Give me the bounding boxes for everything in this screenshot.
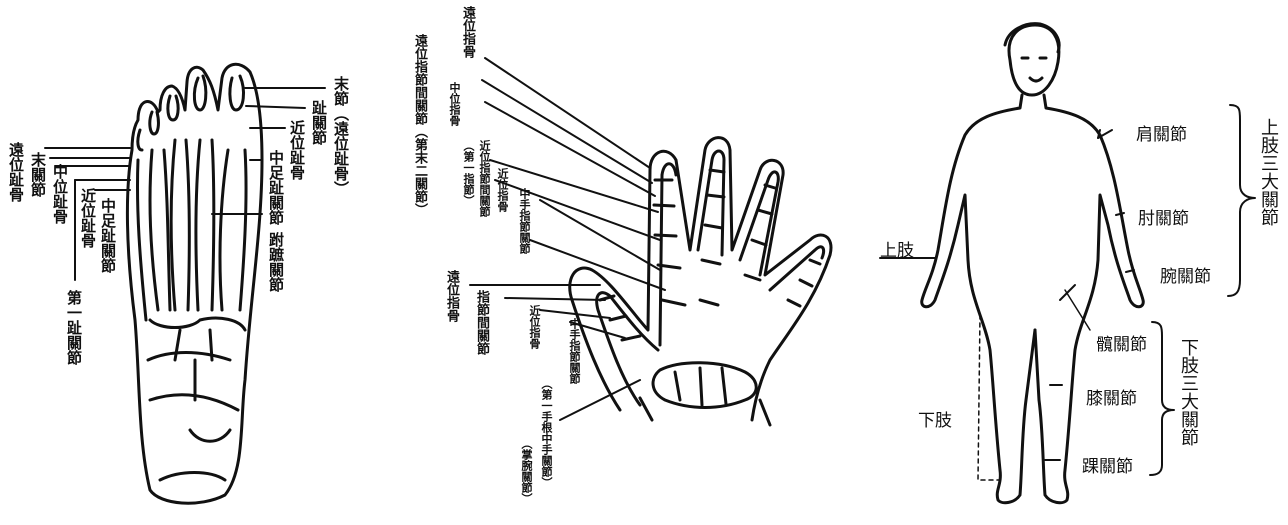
hand-label-cmc-joint: （第一手根中手關節）: [540, 378, 552, 488]
hand-label-proximal-phalanx-thumb: 近位指骨: [528, 305, 540, 349]
hand-label-pip-first: （第一指節）: [462, 140, 474, 206]
foot-label-tarsometatarsal: 跗蹠關節: [268, 232, 284, 292]
foot-label-distal-phalanx: 遠位趾骨: [8, 142, 24, 202]
hand-label-distal-phalanx-top: 遠位指骨: [460, 6, 474, 58]
body-label-hip-joint: 髖關節: [1096, 330, 1147, 355]
foot-label-terminal-segment: 末節（遠位趾骨）: [333, 76, 349, 196]
foot-label-proximal-phalanx: 近位趾骨: [80, 188, 96, 248]
body-label-lower-limb: 下肢: [918, 406, 952, 431]
foot-label-middle-phalanx: 中位趾骨: [52, 164, 68, 224]
hand-label-pip-joint: 近位指節間關節: [478, 140, 490, 217]
body-label-upper-three-joints: 上肢三大關節: [1258, 118, 1278, 226]
body-label-lower-three-joints: 下肢三大關節: [1178, 338, 1198, 446]
hand-label-dip-joint: 遠位指節間關節（第末二關節）: [412, 34, 426, 214]
body-label-shoulder-joint: 肩關節: [1136, 120, 1187, 145]
hand-label-proximal-phalanx: 近位指骨: [496, 168, 508, 212]
body-label-upper-limb: 上肢: [880, 236, 914, 261]
hand-label-ip-joint: 指節間關節: [474, 290, 488, 355]
body-label-ankle-joint: 踝關節: [1082, 452, 1133, 477]
hand-label-mcp-joint-thumb: 中手指節關節: [568, 318, 580, 384]
foot-label-mtp-joint: 中足趾關節: [100, 198, 116, 273]
body-label-wrist-joint: 腕關節: [1160, 262, 1211, 287]
foot-label-toe-joint: 趾關節: [311, 100, 327, 145]
hand-label-distal-phalanx-thumb: 遠位指骨: [444, 270, 458, 322]
foot-label-distal-joint: 末關節: [30, 152, 46, 197]
hand-label-middle-phalanx: 中位指骨: [448, 82, 460, 126]
body-label-knee-joint: 膝關節: [1086, 384, 1137, 409]
foot-label-first-toe-joint: 第一趾關節: [66, 290, 82, 365]
hand-label-cmc-note: （掌腕關節）: [520, 438, 532, 504]
foot-label-metatarsophalangeal: 中足趾關節: [268, 150, 284, 225]
body-label-elbow-joint: 肘關節: [1138, 204, 1189, 229]
hand-label-mcp-joint: 中手指節關節: [518, 188, 530, 254]
foot-label-proximal-phalanx-right: 近位趾骨: [289, 120, 305, 180]
